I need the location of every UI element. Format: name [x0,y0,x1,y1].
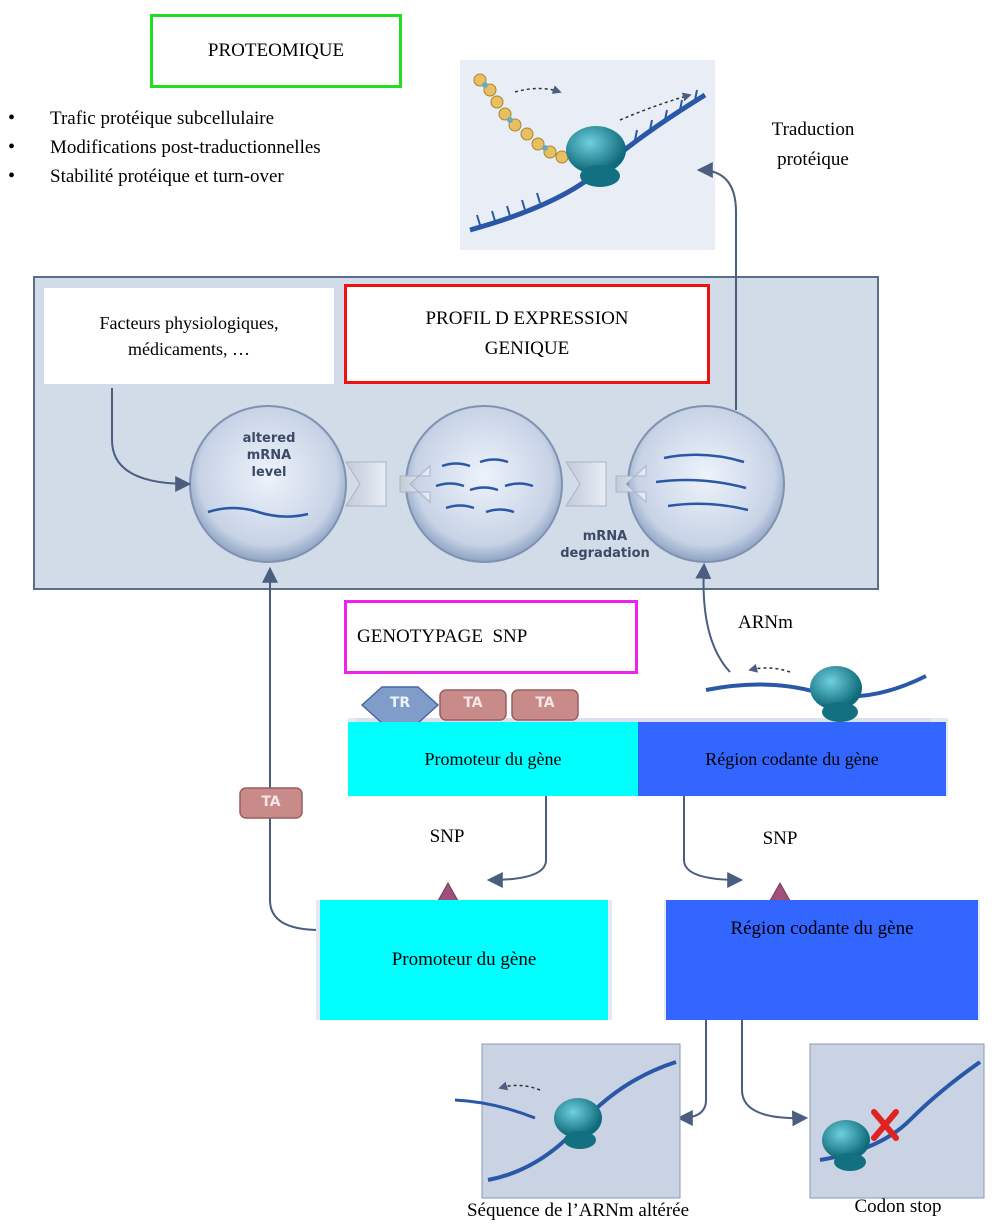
gene-top-coding-label: Région codante du gène [705,748,879,769]
translation-label: Traduction protéique [748,115,878,175]
factor-ta-2 [511,689,579,721]
gene-top-promoter: Promoteur du gène [348,722,638,796]
altered-line3: level [251,465,287,480]
bullet-item: Stabilité protéique et turn-over [0,162,321,191]
factors-line2: médicaments, … [128,339,250,359]
mrna-degradation-label: mRNA degradation [560,528,650,562]
translation-label-line2: protéique [777,149,849,170]
expression-title-line1: PROFIL D EXPRESSION [425,308,629,329]
degradation-circle [405,405,563,563]
degradation-line2: degradation [560,546,650,561]
proteomique-title-box: PROTEOMIQUE [150,14,402,88]
stop-x-icon [871,1109,899,1141]
gene-bottom-coding-label: Région codante du gène [730,918,914,939]
altered-mrna-label: altered mRNA level [238,430,300,481]
factor-ta-label-2: TA [535,695,555,711]
expression-title-box: PROFIL D EXPRESSION GENIQUE [344,284,710,384]
gene-bottom-promoter-label: Promoteur du gène [391,949,537,970]
ribosome-top [705,663,927,722]
factors-line1: Facteurs physiologiques, [99,313,279,333]
outcome-altered-label: Séquence de l’ARNm altérée [466,1200,690,1221]
translation-illustration [460,60,715,250]
outcome-stop-label: Codon stop [854,1196,942,1217]
snp-right-arrow [683,796,744,888]
proteomique-title: PROTEOMIQUE [207,40,345,61]
arnm-label-box: ARNm [716,598,860,648]
factor-ta-left [239,787,303,819]
factor-ta-1 [439,689,507,721]
altered-line2: mRNA [246,448,292,463]
outcome-altered-panel [454,1043,681,1199]
bullet-item: Modifications post-traductionnelles [0,133,321,162]
flow-arrow-left [399,464,431,504]
snp-left-label: SNP [412,822,482,868]
genotypage-title: GENOTYPAGE SNP [357,626,528,647]
gene-top-coding: Région codante du gène [638,722,946,796]
factors-box: Facteurs physiologiques, médicaments, … [44,288,334,384]
translation-label-line1: Traduction [771,119,855,140]
translation-arrow [696,162,737,410]
mrna-circle [627,405,785,563]
factor-tr-label: TR [389,695,411,711]
gene-bottom-coding: Région codante du gène [666,900,978,1020]
genotypage-title-box: GENOTYPAGE SNP [344,600,638,674]
snp-right-label: SNP [742,824,818,870]
expression-title-line2: GENIQUE [484,338,570,359]
factor-ta-label-left: TA [261,794,281,810]
degradation-line1: mRNA [582,529,628,544]
bullet-item: Trafic protéique subcellulaire [0,104,321,133]
altered-line1: altered [242,431,296,446]
arnm-label: ARNm [738,612,793,633]
gene-bottom-promoter: Promoteur du gène [320,900,608,1020]
proteomique-bullet-list: Trafic protéique subcellulaire Modificat… [0,104,321,191]
arnm-arrow [695,562,731,673]
snp-left-arrow [486,796,547,888]
factor-ta-label-1: TA [463,695,483,711]
outcome-stop-panel [809,1043,985,1199]
factors-arrow [111,388,192,492]
flow-arrow-right [615,464,647,504]
gene-top-promoter-label: Promoteur du gène [424,748,562,769]
